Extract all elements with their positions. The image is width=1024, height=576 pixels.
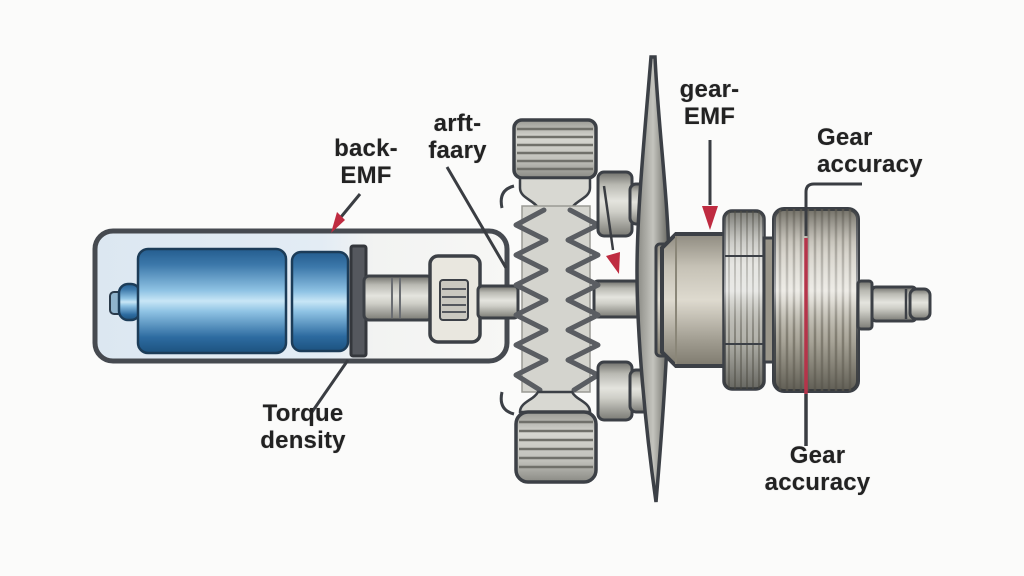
label-back-emf: back- EMF <box>306 135 426 189</box>
gear-ring <box>722 209 766 391</box>
output-flange-blade <box>635 55 671 503</box>
label-shaft-line2: faary <box>428 137 487 164</box>
back-emf-arrow <box>331 193 362 233</box>
torque-density-leader <box>310 359 350 413</box>
label-gear-accuracy-top-line2: accuracy <box>817 151 923 178</box>
gearhead-assembly <box>654 207 932 393</box>
gear-accuracy-line <box>804 182 862 446</box>
label-gear-accuracy-top-line1: Gear <box>817 124 873 151</box>
motor-shaft <box>362 274 434 322</box>
shaft-coupling <box>428 254 482 344</box>
label-back-emf-line1: back- <box>334 135 398 162</box>
callout-leaders <box>310 140 862 446</box>
label-gear-accuracy-bottom: Gear accuracy <box>740 442 895 496</box>
label-gear-emf-line1: gear- <box>679 76 740 103</box>
label-gear-emf: gear- EMF <box>652 76 767 130</box>
label-back-emf-line2: EMF <box>340 162 392 189</box>
wave-arrow <box>602 185 620 274</box>
label-gear-emf-line2: EMF <box>683 103 736 130</box>
label-torque-density-line1: Torque <box>262 400 344 427</box>
label-gear-accuracy-bottom-line1: Gear <box>789 442 846 469</box>
shaft-callout-leader <box>445 166 508 269</box>
gear-emf-arrow <box>702 140 718 230</box>
label-torque-density-line2: density <box>260 427 346 454</box>
gear-input-shaft <box>476 284 520 320</box>
label-gear-accuracy-bottom-line2: accuracy <box>764 469 871 496</box>
motor-rotor <box>109 247 350 355</box>
label-shaft-callout: arft- faary <box>400 110 515 164</box>
label-gear-accuracy-top: Gear accuracy <box>817 124 952 178</box>
gearhead-body <box>660 232 729 368</box>
harmonic-gear <box>499 118 601 484</box>
output-shaft <box>856 279 932 331</box>
label-torque-density: Torque density <box>228 400 378 454</box>
knurled-drum <box>772 207 860 393</box>
label-shaft-line1: arft- <box>433 110 482 137</box>
